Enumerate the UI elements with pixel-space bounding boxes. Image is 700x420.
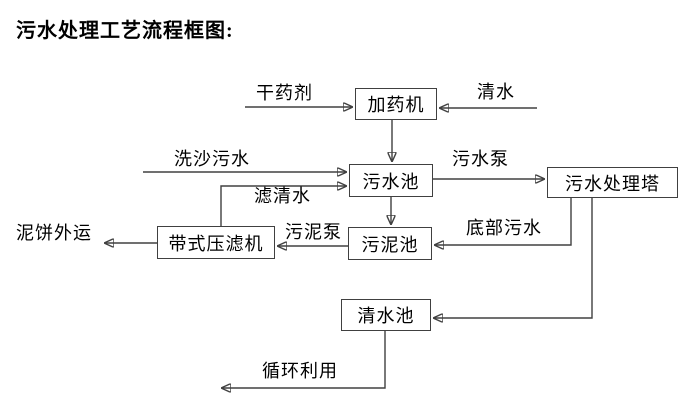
node-sludge-pool: 污泥池 <box>348 227 432 260</box>
edge-label-sewage-pump: 污水泵 <box>452 149 509 169</box>
node-dosing-machine: 加药机 <box>355 88 437 120</box>
edge-label-recycled-use: 循环利用 <box>262 361 338 381</box>
node-clean-water-pool: 清水池 <box>341 299 431 331</box>
edge-recycled-use-arrow <box>222 331 386 388</box>
edge-label-mud-cake-shipped-out: 泥饼外运 <box>16 223 92 243</box>
edge-label-filtered-water: 滤清水 <box>254 186 311 206</box>
node-belt-filter-press: 带式压滤机 <box>157 226 275 259</box>
edge-bottom-sewage-arrow <box>435 198 572 245</box>
edge-filtered-water-arrow <box>220 186 346 226</box>
edge-label-clean-water: 清水 <box>477 82 515 102</box>
node-sewage-pool: 污水池 <box>349 164 433 197</box>
edge-label-sludge-pump: 污泥泵 <box>285 222 342 242</box>
page-title: 污水处理工艺流程框图: <box>16 20 234 42</box>
edge-label-sand-washing-sewage: 洗沙污水 <box>174 149 250 169</box>
edge-label-dry-agent: 干药剂 <box>256 83 313 103</box>
edge-label-bottom-sewage: 底部污水 <box>466 218 542 238</box>
edge-tower-to-clean-pool-arrow <box>434 198 593 318</box>
node-treatment-tower: 污水处理塔 <box>547 167 678 198</box>
